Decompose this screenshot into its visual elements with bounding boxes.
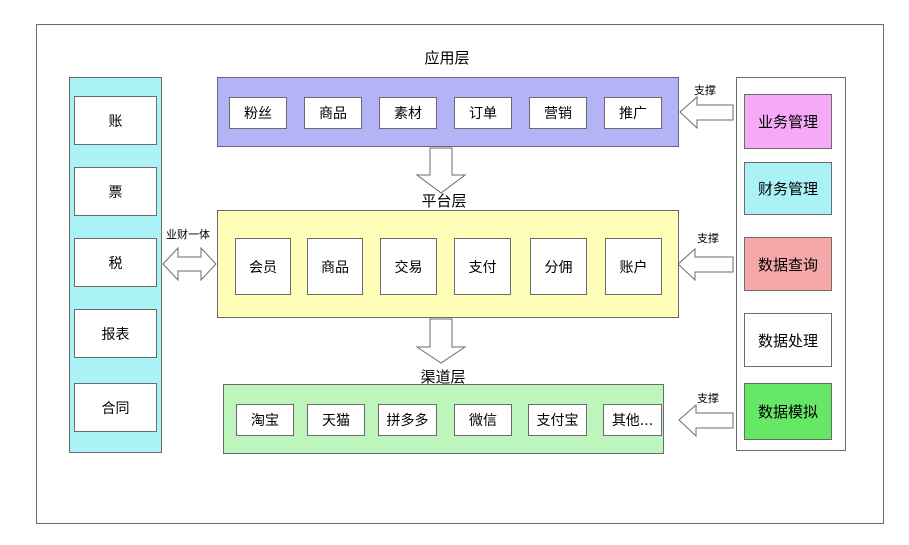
app-item-label: 商品 xyxy=(319,106,347,122)
platform-item-label: 会员 xyxy=(249,259,277,276)
finance-item-account: 账 xyxy=(74,96,157,145)
platform-item-member: 会员 xyxy=(235,238,291,295)
channel-item-label: 拼多多 xyxy=(386,413,429,429)
platform-item-payment: 支付 xyxy=(454,238,511,295)
channel-item-pinduoduo: 拼多多 xyxy=(378,404,437,436)
channel-item-label: 淘宝 xyxy=(251,413,279,429)
app-item-label: 素材 xyxy=(394,106,422,122)
app-item-label: 推广 xyxy=(619,106,647,122)
app-item-goods: 商品 xyxy=(304,97,362,129)
finance-item-report: 报表 xyxy=(74,309,157,358)
channel-item-wechat: 微信 xyxy=(454,404,512,436)
app-item-label: 订单 xyxy=(469,106,497,122)
channel-layer-title: 渠道层 xyxy=(420,368,466,386)
platform-item-label: 分佣 xyxy=(544,259,573,276)
management-item-label: 数据模拟 xyxy=(757,403,818,421)
integration-label: 业财一体 xyxy=(166,228,210,241)
app-layer-title: 应用层 xyxy=(424,49,470,67)
support-label-app: 支撑 xyxy=(694,84,716,97)
channel-item-tmall: 天猫 xyxy=(307,404,365,436)
platform-item-account: 账户 xyxy=(605,238,662,295)
management-item-label: 数据处理 xyxy=(757,331,818,350)
finance-item-label: 合同 xyxy=(101,400,130,417)
management-item-business: 业务管理 xyxy=(744,94,832,149)
platform-item-label: 交易 xyxy=(394,259,423,276)
channel-item-label: 其他... xyxy=(611,413,654,429)
platform-layer-panel xyxy=(217,210,679,318)
finance-item-label: 账 xyxy=(108,113,123,130)
app-item-marketing: 营销 xyxy=(529,97,587,129)
management-item-label: 数据查询 xyxy=(757,255,818,274)
finance-item-label: 票 xyxy=(108,184,123,201)
app-layer-panel xyxy=(217,77,679,147)
app-item-material: 素材 xyxy=(379,97,437,129)
platform-item-commission: 分佣 xyxy=(530,238,587,295)
platform-item-trade: 交易 xyxy=(380,238,437,295)
app-item-label: 粉丝 xyxy=(244,106,272,122)
channel-layer-panel xyxy=(223,384,664,454)
finance-item-tax: 税 xyxy=(74,238,157,287)
channel-item-label: 支付宝 xyxy=(536,413,579,429)
finance-item-contract: 合同 xyxy=(74,383,157,432)
management-item-data-query: 数据查询 xyxy=(744,237,832,291)
platform-item-label: 支付 xyxy=(468,259,497,276)
channel-item-other: 其他... xyxy=(603,404,662,436)
app-item-label: 营销 xyxy=(544,106,572,122)
support-label-platform: 支撑 xyxy=(697,232,719,245)
management-item-finance: 财务管理 xyxy=(744,162,832,215)
finance-item-label: 报表 xyxy=(101,326,130,343)
app-item-order: 订单 xyxy=(454,97,512,129)
platform-layer-title: 平台层 xyxy=(421,192,467,210)
channel-item-alipay: 支付宝 xyxy=(528,404,587,436)
channel-item-label: 微信 xyxy=(469,413,497,429)
platform-item-label: 商品 xyxy=(321,259,349,276)
platform-item-goods: 商品 xyxy=(307,238,363,295)
channel-item-label: 天猫 xyxy=(322,413,350,429)
management-item-label: 财务管理 xyxy=(757,180,818,198)
management-item-data-simulation: 数据模拟 xyxy=(744,383,832,440)
management-item-data-processing: 数据处理 xyxy=(744,313,832,367)
app-item-fans: 粉丝 xyxy=(229,97,287,129)
finance-item-label: 税 xyxy=(108,255,123,272)
support-label-channel: 支撑 xyxy=(697,392,719,405)
app-item-promotion: 推广 xyxy=(604,97,662,129)
management-item-label: 业务管理 xyxy=(757,113,818,131)
channel-item-taobao: 淘宝 xyxy=(236,404,294,436)
diagram-frame xyxy=(36,24,884,524)
finance-item-invoice: 票 xyxy=(74,167,157,216)
platform-item-label: 账户 xyxy=(619,259,648,276)
